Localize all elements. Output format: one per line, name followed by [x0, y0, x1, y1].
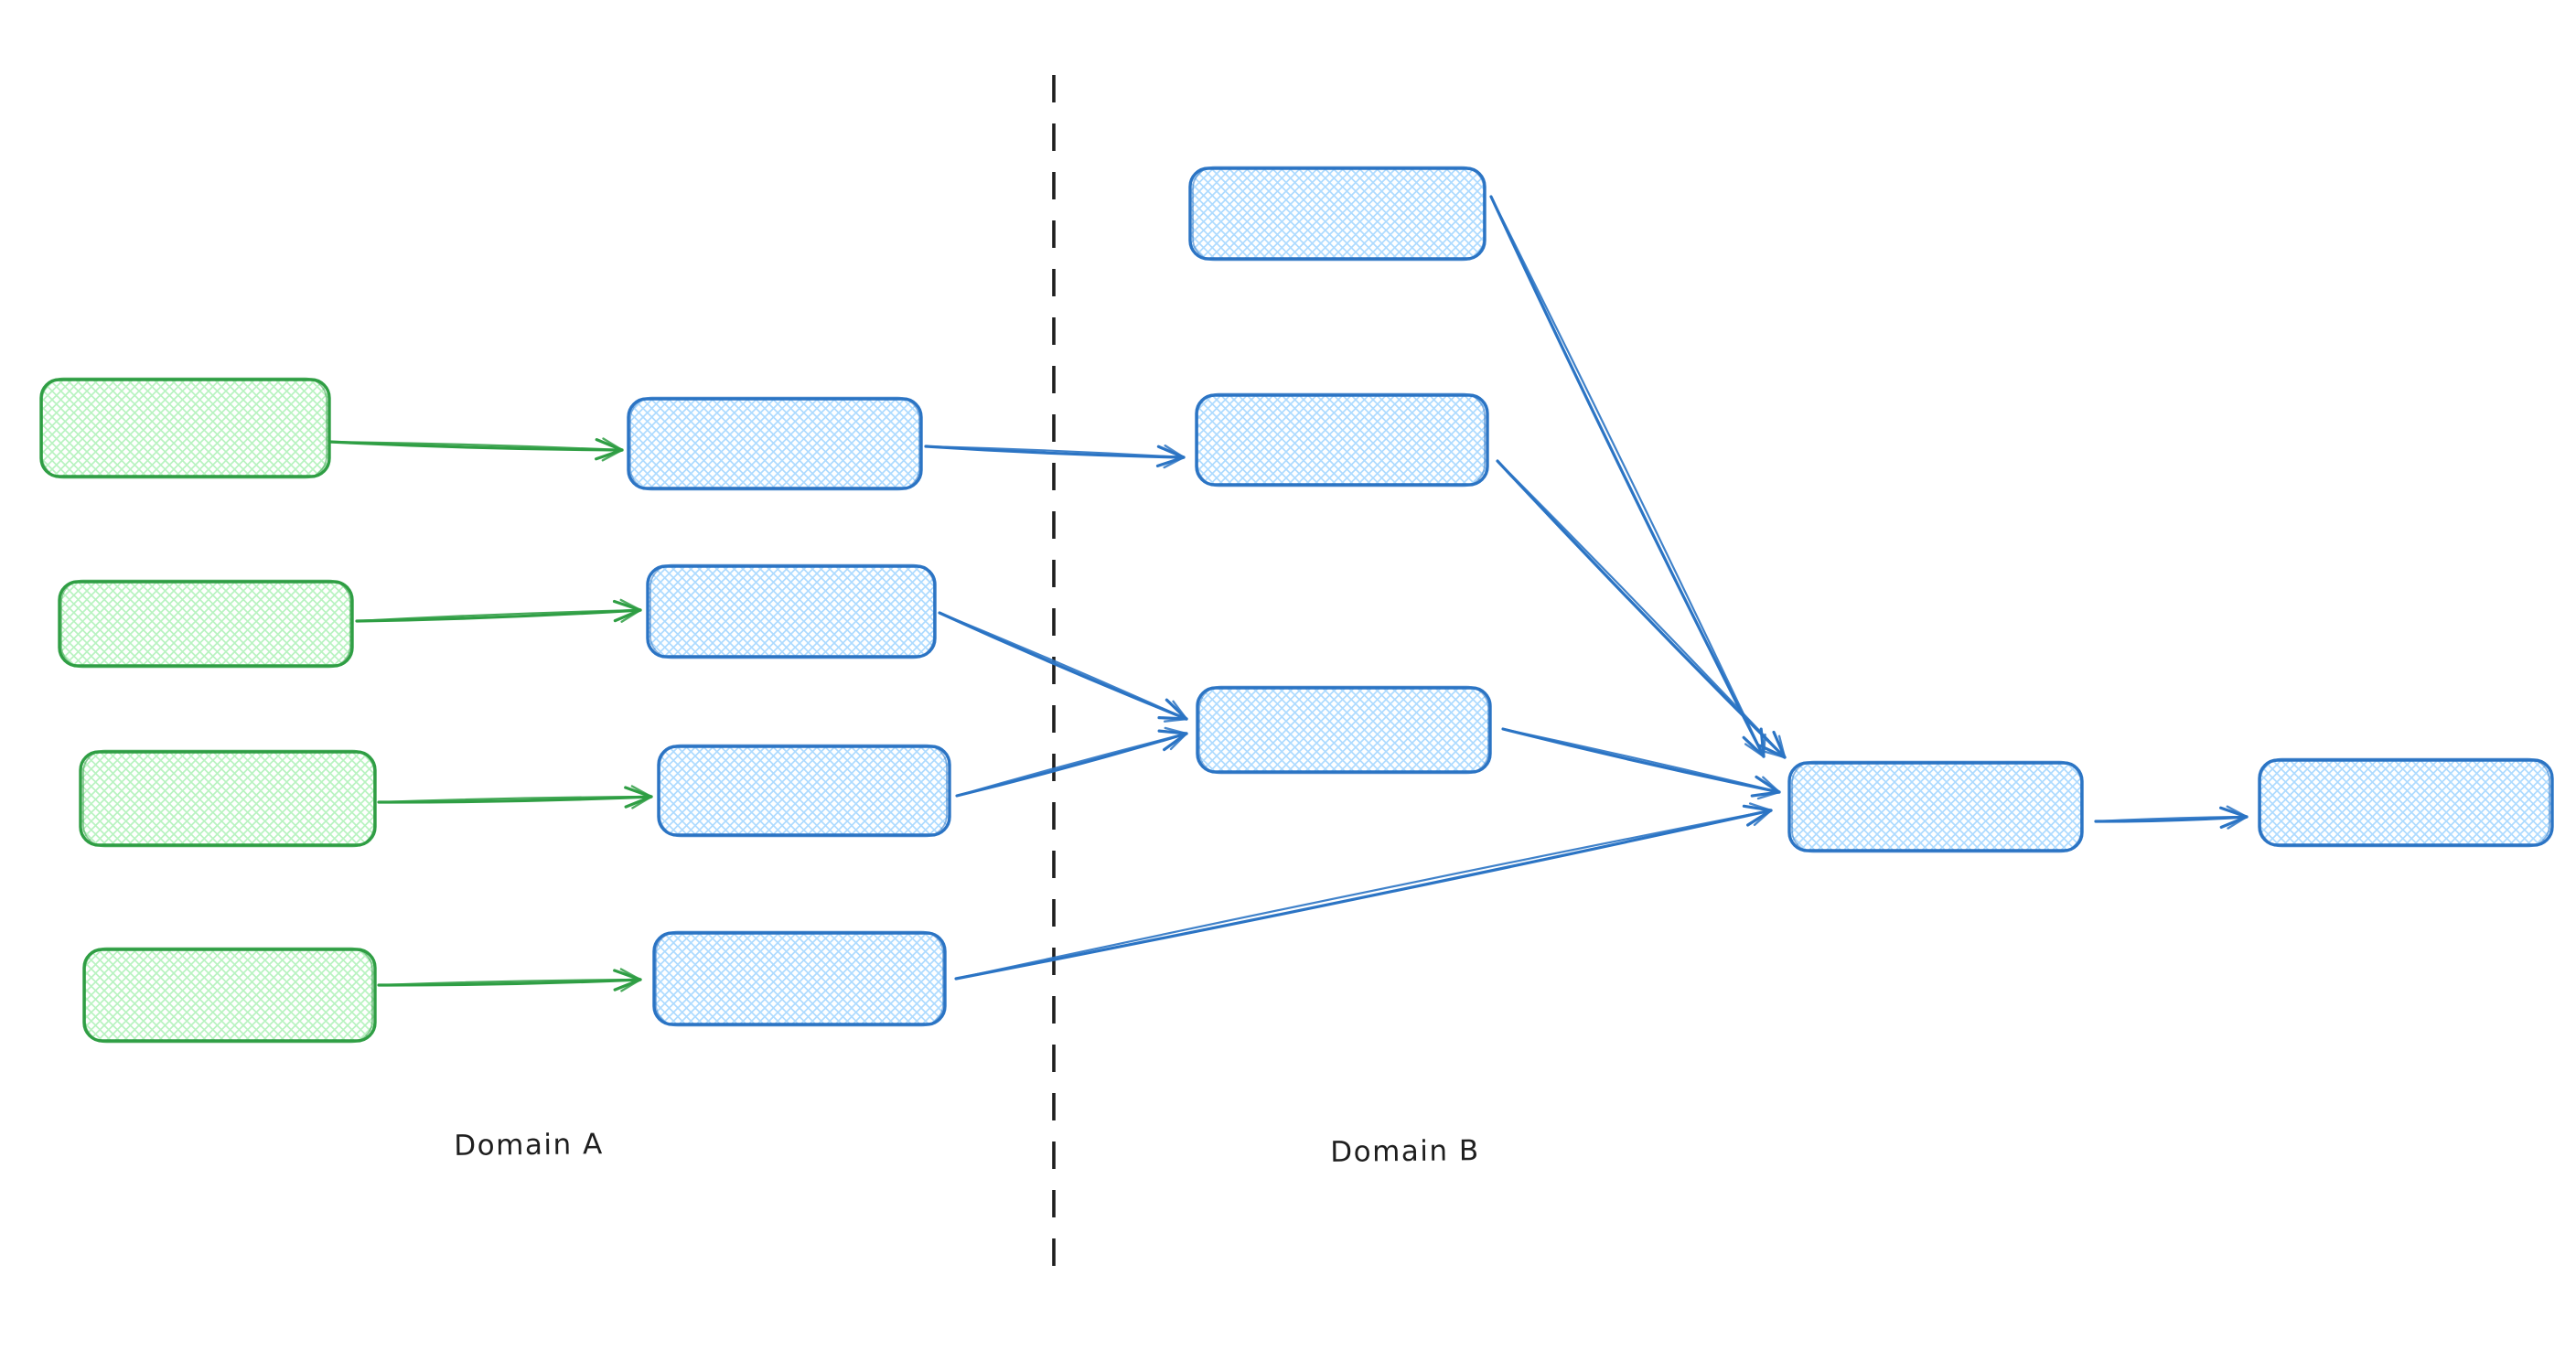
output-box — [2258, 757, 2554, 848]
stage2-box-1 — [627, 396, 923, 491]
arrow-stage2-4-merge — [954, 802, 1773, 981]
arrow-stage3-3-merge — [1501, 727, 1781, 800]
source-box-1 — [39, 377, 331, 479]
arrow-merge-output — [2094, 805, 2249, 830]
arrow-stage2-3-stage3-3 — [955, 726, 1188, 798]
domain-a-label: Domain A — [454, 1128, 604, 1163]
stage2-box-4 — [652, 930, 947, 1027]
source-box-4 — [82, 947, 377, 1044]
arrow-stage3-1-merge — [1489, 195, 1766, 758]
arrow-stage3-2-merge — [1496, 459, 1787, 759]
stage2-box-2 — [646, 563, 937, 659]
merge-box — [1787, 760, 2084, 853]
source-box-2 — [58, 579, 354, 669]
arrow-source3-stage2-3 — [377, 785, 653, 809]
source-box-3 — [79, 749, 377, 848]
arrow-source4-stage2-4 — [377, 968, 642, 992]
stage3-box-3 — [1196, 685, 1492, 775]
stage2-box-3 — [657, 744, 951, 838]
arrow-source2-stage2-2 — [355, 598, 642, 623]
stage3-box-1 — [1188, 166, 1487, 262]
arrow-stage2-2-stage3-3 — [938, 611, 1188, 723]
arrow-stage2-1-stage3-2 — [924, 445, 1186, 469]
arrow-source1-stage2-1 — [327, 437, 624, 462]
stage3-box-2 — [1195, 392, 1489, 488]
domain-b-label: Domain B — [1330, 1134, 1480, 1169]
